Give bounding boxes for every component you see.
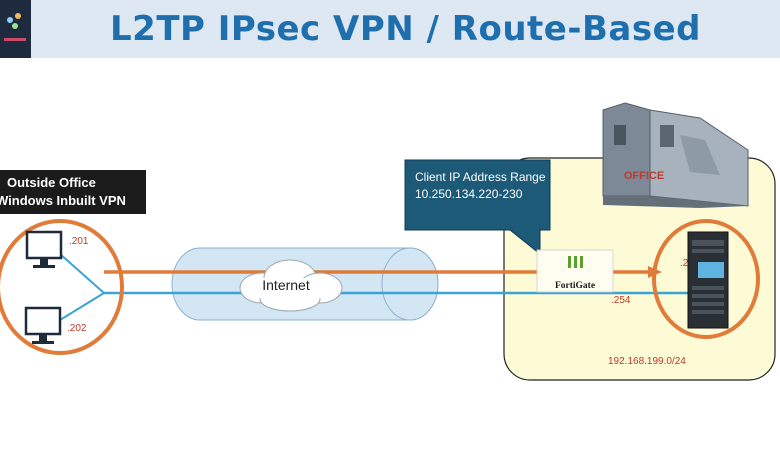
outside-office-line2: Windows Inbuilt VPN (0, 193, 126, 208)
pc1-link (59, 253, 105, 294)
office-building-icon: OFFICE (602, 102, 749, 208)
server-circle (652, 219, 760, 339)
office-label: OFFICE (624, 170, 664, 182)
internet-label: Internet (262, 277, 310, 293)
outside-office-line1: Outside Office (7, 175, 96, 190)
pc1-ip-label: .201 (69, 236, 89, 247)
logo (0, 0, 31, 58)
server-ip-label: .2 (680, 258, 689, 269)
header-bar: L2TP IPsec VPN / Route-Based (0, 0, 780, 58)
logo-graphic (4, 13, 26, 41)
fortigate-ip-label: .254 (611, 295, 631, 306)
pc2-link (59, 292, 105, 321)
lan-subnet-label: 192.168.199.0/24 (608, 356, 686, 367)
fortigate-device: FortiGate (536, 249, 614, 293)
server-rack-icon (687, 231, 729, 329)
callout-line2: 10.250.134.220-230 (415, 187, 523, 201)
page-title: L2TP IPsec VPN / Route-Based (110, 9, 701, 49)
outside-office-label-box: Outside Office Windows Inbuilt VPN (0, 170, 146, 214)
callout-line1: Client IP Address Range (415, 170, 546, 184)
pc2-ip-label: .202 (67, 323, 87, 334)
pc2-icon (24, 306, 62, 344)
client-group-circle (0, 219, 124, 355)
fortigate-label: FortiGate (555, 281, 595, 291)
client-ip-callout: Client IP Address Range 10.250.134.220-2… (404, 159, 551, 256)
pc1-icon (25, 230, 63, 268)
internet-cloud-icon (239, 259, 343, 312)
